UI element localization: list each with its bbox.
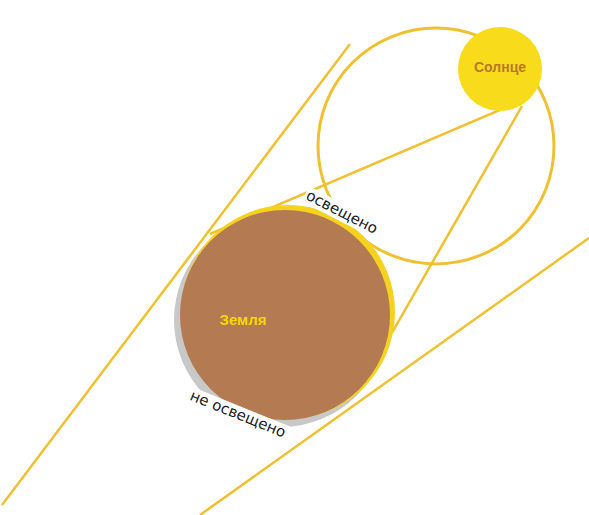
circle-fill — [458, 27, 542, 111]
earth-circle: Земля — [180, 210, 390, 420]
earth-lit-rim — [181, 205, 395, 419]
node-label: Солнце — [474, 59, 526, 75]
circle-shape — [180, 210, 390, 420]
node-label: Земля — [220, 311, 267, 328]
sun-circle: Солнце — [458, 27, 542, 111]
circle-fill — [180, 210, 390, 420]
